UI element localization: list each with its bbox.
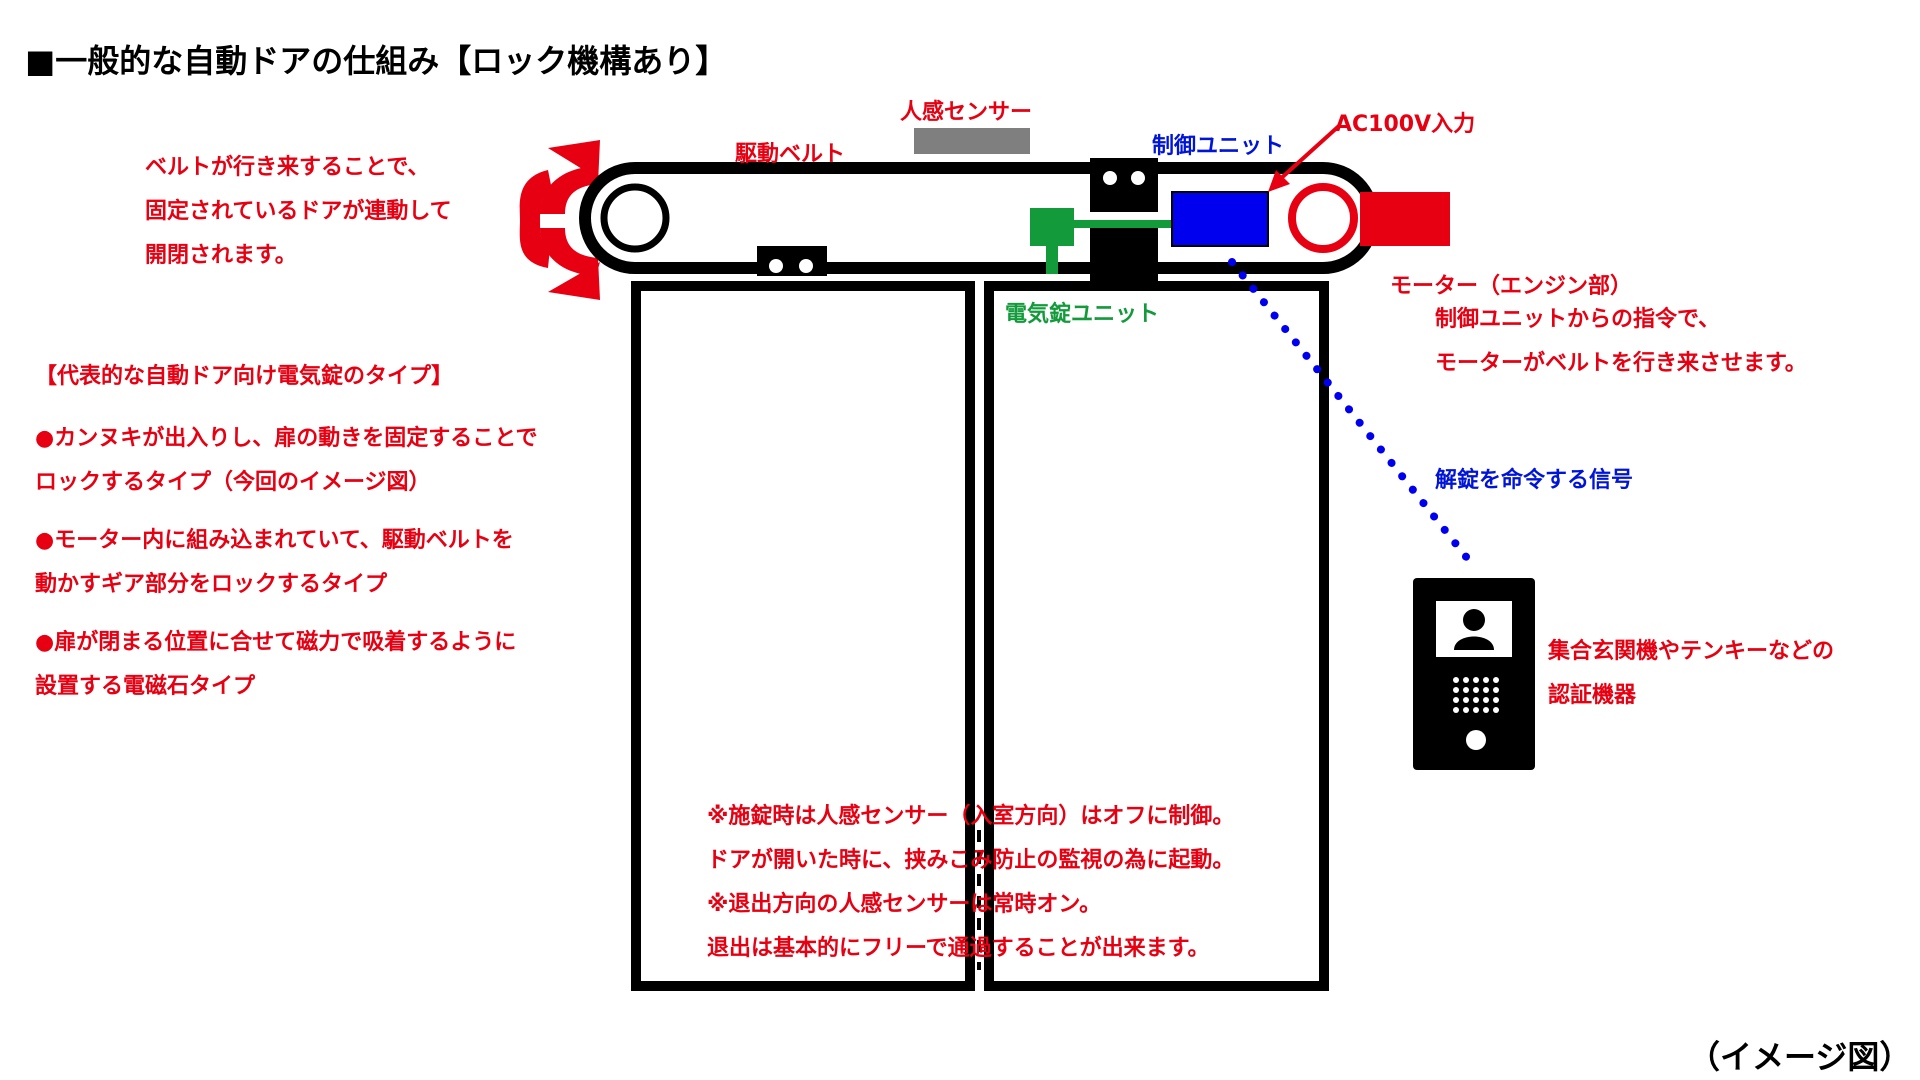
door-note-line: 退出は基本的にフリーで通過することが出来ます。: [707, 936, 1210, 961]
belt-note-line: ベルトが行き来することで、: [145, 155, 430, 180]
lock-types-heading: 【代表的な自動ドア向け電気錠のタイプ】: [35, 364, 454, 389]
door-note-line: ドアが開いた時に、挟みこみ防止の監視の為に起動。: [707, 848, 1235, 873]
motor-desc-line: 制御ユニットからの指令で、: [1435, 307, 1721, 332]
intercom-label-line: 集合玄関機やテンキーなどの: [1548, 639, 1835, 664]
person-icon: [1463, 609, 1485, 631]
motor-desc-line: モーターがベルトを行き来させます。: [1435, 351, 1807, 376]
door-note-line: ※退出方向の人感センサーは常時オン。: [707, 892, 1102, 917]
lock-type-line: ●カンヌキが出入りし、扉の動きを固定することで: [35, 426, 538, 451]
left-door: [631, 281, 975, 991]
lock-type-line: 動かすギア部分をロックするタイプ: [35, 572, 388, 597]
electric-lock-icon: [1030, 208, 1174, 274]
lock-hanger: [1090, 158, 1158, 284]
lock-type-item: ●カンヌキが出入りし、扉の動きを固定することで ロックするタイプ（今回のイメージ…: [35, 417, 538, 505]
lock-type-item: ●扉が閉まる位置に合せて磁力で吸着するように 設置する電磁石タイプ: [35, 621, 538, 709]
lock-type-line: ●扉が閉まる位置に合せて磁力で吸着するように: [35, 630, 517, 655]
intercom-label-line: 認証機器: [1548, 683, 1637, 708]
motor-title-label: モーター（エンジン部）: [1390, 274, 1633, 299]
left-pulley: [600, 183, 670, 253]
electric-lock-label: 電気錠ユニット: [1005, 302, 1160, 327]
door-note: ※施錠時は人感センサー（入室方向）はオフに制御。 ドアが開いた時に、挟みこみ防止…: [707, 795, 1234, 971]
lock-type-line: ●モーター内に組み込まれていて、駆動ベルトを: [35, 528, 514, 553]
motor-description: 制御ユニットからの指令で、 モーターがベルトを行き来させます。: [1435, 298, 1807, 386]
rotation-arrow-icon: [519, 140, 600, 300]
page-title: ■一般的な自動ドアの仕組み【ロック機構あり】: [25, 42, 728, 80]
lock-type-line: 設置する電磁石タイプ: [35, 674, 256, 699]
belt-note-line: 固定されているドアが連動して: [145, 199, 452, 224]
intercom-device: [1413, 578, 1535, 770]
motor-pulley: [1288, 183, 1358, 253]
sensor-label: 人感センサー: [900, 100, 1033, 125]
lock-type-line: ロックするタイプ（今回のイメージ図）: [35, 470, 431, 495]
belt-label: 駆動ベルト: [735, 142, 846, 167]
control-unit-box: [1171, 191, 1269, 247]
belt-note-line: 開閉されます。: [145, 243, 297, 268]
lock-types-section: 【代表的な自動ドア向け電気錠のタイプ】 ●カンヌキが出入りし、扉の動きを固定する…: [35, 355, 538, 709]
unlock-signal-label: 解錠を命令する信号: [1435, 468, 1634, 493]
door-note-line: ※施錠時は人感センサー（入室方向）はオフに制御。: [707, 804, 1235, 829]
motor-block: [1360, 192, 1450, 246]
right-door: [984, 281, 1329, 991]
image-caption: （イメージ図）: [1688, 1038, 1912, 1076]
unlock-signal-line: [1228, 258, 1479, 572]
control-unit-label: 制御ユニット: [1152, 134, 1285, 159]
ac-input-label: AC100V入力: [1335, 112, 1476, 137]
ac-input-arrow: [1268, 123, 1342, 192]
intercom-label: 集合玄関機やテンキーなどの 認証機器: [1548, 630, 1834, 718]
lock-type-item: ●モーター内に組み込まれていて、駆動ベルトを 動かすギア部分をロックするタイプ: [35, 519, 538, 607]
sensor-bar: [914, 128, 1030, 154]
left-door-hanger: [757, 246, 827, 276]
belt-note: ベルトが行き来することで、 固定されているドアが連動して 開閉されます。: [145, 146, 452, 278]
